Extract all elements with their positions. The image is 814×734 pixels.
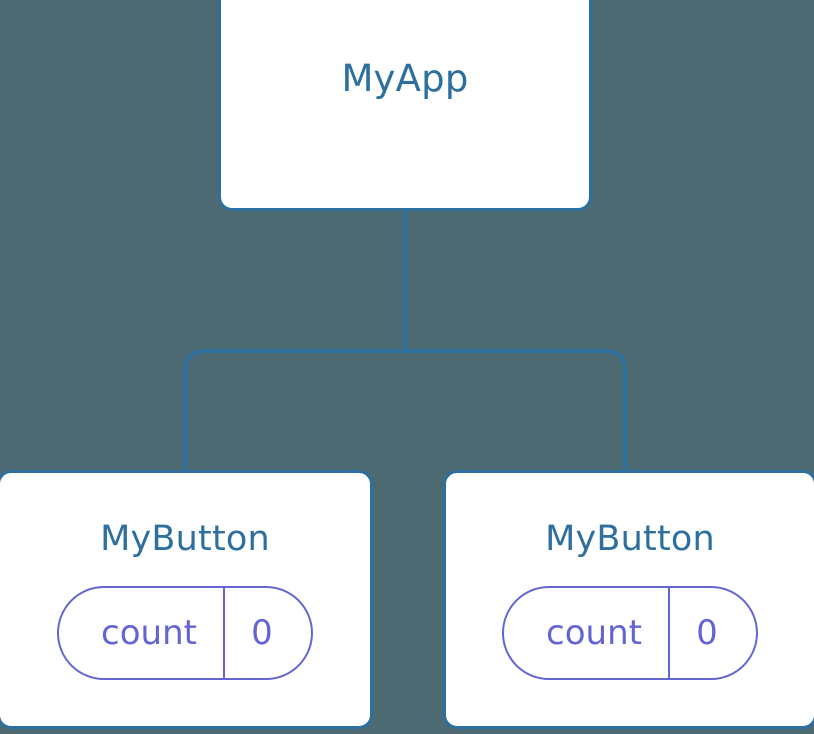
- state-value: 0: [696, 613, 718, 653]
- state-pill[interactable]: count 0: [502, 586, 758, 680]
- tree-node-child-right[interactable]: MyButton count 0: [443, 470, 814, 729]
- node-title: MyButton: [100, 519, 270, 559]
- state-value: 0: [251, 613, 273, 653]
- connector-bus-left: [183, 349, 405, 472]
- tree-node-root[interactable]: MyApp: [218, 0, 592, 211]
- node-title: MyApp: [341, 57, 469, 100]
- state-pill[interactable]: count 0: [57, 586, 313, 680]
- node-title: MyButton: [545, 519, 715, 559]
- state-key: count: [101, 613, 197, 653]
- connector-bus-right: [405, 349, 627, 472]
- state-pill-divider: [222, 588, 225, 678]
- tree-node-child-left[interactable]: MyButton count 0: [0, 470, 373, 729]
- state-key: count: [546, 613, 642, 653]
- state-pill-divider: [667, 588, 670, 678]
